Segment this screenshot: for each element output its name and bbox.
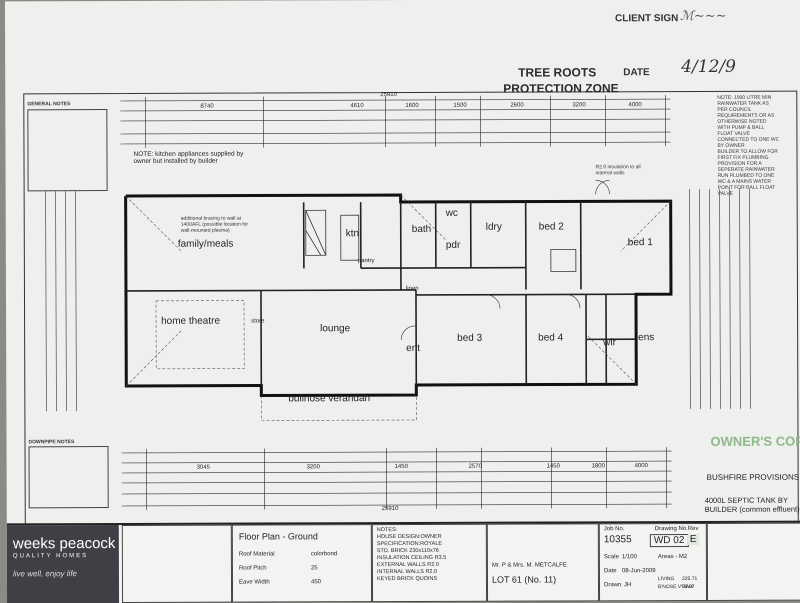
room-verandah: bullnose verandah <box>288 393 370 404</box>
company-name: weeks peacock <box>13 535 116 552</box>
compliance-cell <box>122 525 232 603</box>
general-notes-title: GENERAL NOTES <box>27 101 70 107</box>
dim-bottom-7: 4000 <box>635 463 648 469</box>
scale-label: Scale <box>604 554 619 560</box>
room-entry: ent <box>406 343 420 354</box>
roof-material: colorbond <box>311 551 337 557</box>
fire-plumbing-note: BUILDER TO ALLOW FOR FIRST FIX PLUMBING … <box>717 149 779 197</box>
company-slogan: live well, enjoy life <box>13 569 77 578</box>
room-pdr: pdr <box>446 240 460 251</box>
scale-value: 1/100 <box>622 554 637 560</box>
dim-bottom-3: 1450 <box>395 464 408 470</box>
area-living: 225.71 <box>682 576 697 582</box>
room-bed-2: bed 2 <box>539 221 564 232</box>
room-linen: linen <box>406 286 419 292</box>
roof-pitch-label: Roof Pitch <box>239 565 267 571</box>
room-laundry: ldry <box>486 222 502 233</box>
room-kitchen: ktn <box>346 228 359 239</box>
areas-label: Areas - M2 <box>658 554 687 560</box>
room-bed-4: bed 4 <box>538 332 563 343</box>
room-ensuite: ens <box>638 332 654 343</box>
dim-top-5: 2600 <box>510 103 523 109</box>
dim-top-4: 1500 <box>453 103 466 109</box>
dim-bottom-5: 1450 <box>547 463 560 469</box>
room-bed-1: bed 1 <box>628 237 653 248</box>
floor-plan-linework <box>5 0 800 601</box>
lot-number: LOT 61 (No. 11) <box>492 574 556 584</box>
bushfire-provisions: BUSHFIRE PROVISIONS <box>707 473 799 482</box>
insulation-note: R2.0 insulation to all internal walls <box>596 164 654 176</box>
tank-note: NOTE: 1000 LITRE MIN RAINWATER TANK AS P… <box>717 95 779 149</box>
dim-top-6: 3200 <box>572 102 585 108</box>
downpipe-notes-box <box>29 446 109 508</box>
title-block: weeks peacock QUALITY HOMES live well, e… <box>7 521 800 603</box>
room-family-meals: family/meals <box>178 239 234 250</box>
room-pantry: pantry <box>358 258 375 264</box>
bracing-note: additional bracing to wall at 1400AFL (p… <box>181 216 256 234</box>
room-wir: wir <box>603 337 616 348</box>
room-bath: bath <box>412 224 432 235</box>
revision: E <box>688 534 699 545</box>
drawing-no-label: Drawing No. <box>655 526 688 532</box>
room-lounge: lounge <box>320 323 350 334</box>
spec-line: KEYED BRICK QUOINS <box>377 576 446 583</box>
dim-bottom-1: 3045 <box>197 465 210 471</box>
dim-top-7: 4000 <box>628 102 641 108</box>
plan-info-cell: Floor Plan - Ground Roof Material colorb… <box>232 524 372 602</box>
room-home-theatre: home theatre <box>161 316 220 327</box>
client-cell: Mr. P & Mrs. M. METCALFE LOT 61 (No. 11) <box>487 523 599 601</box>
spec-cell: NOTES: HOUSE DESIGN:OWNER SPECIFICATION:… <box>372 524 487 602</box>
roof-pitch: 25 <box>311 565 318 571</box>
dim-top-1: 8740 <box>200 104 213 110</box>
client-name: Mr. P & Mrs. M. METCALFE <box>492 562 567 568</box>
date-label-tb: Date <box>604 568 617 574</box>
owners-copy-stamp: OWNER'S COPY <box>710 434 800 449</box>
roof-material-label: Roof Material <box>239 551 275 557</box>
dim-top-3: 1600 <box>405 103 418 109</box>
dim-bottom-6: 1800 <box>592 463 605 469</box>
room-store: store <box>251 318 264 324</box>
job-cell: Job No. 10355 Drawing No. WD 02 Rev E Sc… <box>599 523 707 601</box>
dim-overall-top: 25910 <box>380 92 397 98</box>
drawn-label: Drawn <box>604 582 621 588</box>
drawing-no: WD 02 <box>650 534 689 547</box>
rev-label: Rev <box>688 526 699 532</box>
dim-overall-bottom: 25910 <box>382 506 399 512</box>
date-tb: 08-Jun-2009 <box>622 568 656 574</box>
spec-lines: NOTES: HOUSE DESIGN:OWNER SPECIFICATION:… <box>377 527 446 583</box>
plan-title: Floor Plan - Ground <box>239 531 318 541</box>
dim-bottom-4: 2570 <box>469 464 482 470</box>
job-no: 10355 <box>604 534 632 545</box>
disclaimer-cell <box>707 523 800 601</box>
eave-width-label: Eave Width <box>239 579 270 585</box>
company-tagline: QUALITY HOMES <box>13 553 88 559</box>
drawing-sheet: CLIENT SIGN ℳ∼∼∼ DATE 4/12/9 TREE ROOTS … <box>5 0 800 601</box>
septic-note: 4000L SEPTIC TANK BY BUILDER (common eff… <box>705 496 800 514</box>
eave-width: 450 <box>311 579 321 585</box>
dim-bottom-2: 3200 <box>307 464 320 470</box>
company-logo: weeks peacock QUALITY HOMES live well, e… <box>7 525 119 603</box>
room-bed-3: bed 3 <box>457 333 482 344</box>
room-wc: wc <box>446 208 458 219</box>
drawn-by: JH <box>624 582 631 588</box>
area-living-label: LIVING <box>658 576 674 582</box>
job-no-label: Job No. <box>604 526 625 532</box>
dim-top-2: 4610 <box>350 103 363 109</box>
area-verandah: 36.87 <box>682 584 695 590</box>
kitchen-note: NOTE: kitchen appliances supplied by own… <box>133 151 258 165</box>
general-notes-box <box>27 109 107 191</box>
downpipe-notes-title: DOWNPIPE NOTES <box>28 439 74 445</box>
